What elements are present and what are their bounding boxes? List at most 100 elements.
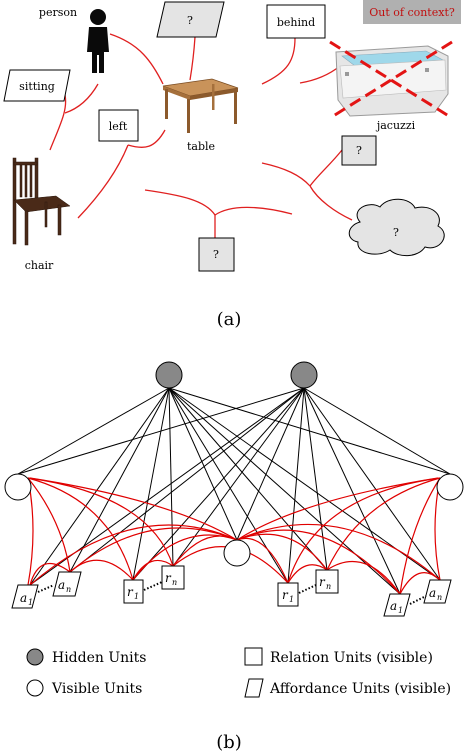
visible-visible-edge (27, 477, 71, 573)
hidden-visible-edge (168, 387, 238, 541)
relation-unit-rn-right: r n (315, 569, 339, 594)
visible-visible-edge (326, 561, 401, 595)
box-unknown-3: ? (198, 237, 235, 272)
legend-visible-label: Visible Units (51, 681, 142, 697)
visible-visible-edge (287, 564, 328, 584)
hidden-visible-edge (303, 387, 451, 475)
visible-visible-edge (236, 523, 441, 581)
cloud-unknown: ? (348, 198, 445, 257)
svg-text:r: r (165, 571, 172, 585)
hidden-visible-edges (17, 387, 451, 595)
relation-unit-r1-right: r 1 (277, 582, 299, 607)
visible-visible-edge (172, 535, 238, 567)
hidden-visible-edge (303, 387, 328, 571)
box-unknown-1-label: ? (187, 14, 193, 27)
svg-text:a: a (429, 586, 436, 600)
visible-visible-edge (69, 527, 238, 573)
hidden-visible-edge (168, 387, 328, 571)
box-unknown-2-label: ? (356, 144, 362, 157)
relation-unit-rn-left: r n (161, 565, 185, 590)
affordance-unit-a1-left: a 1 (11, 584, 39, 609)
affordance-unit-a1-right: a 1 (383, 593, 411, 617)
hidden-visible-edge (303, 387, 441, 581)
person-label: person (39, 6, 77, 19)
panel-a: person table chair (3, 0, 461, 330)
ellipsis-a-right (409, 595, 427, 605)
caption-a: (a) (217, 309, 242, 330)
out-of-context-banner (363, 0, 461, 24)
visible-visible-edge (236, 533, 328, 571)
svg-text:r: r (319, 575, 326, 589)
box-unknown-1: ? (156, 1, 225, 38)
box-unknown-3-label: ? (213, 248, 219, 261)
visible-unit-right (436, 473, 464, 501)
visible-visible-edge (236, 537, 289, 584)
visible-visible-edge (236, 529, 401, 595)
hidden-visible-edge (132, 387, 170, 581)
box-left: left (98, 109, 139, 142)
hidden-visible-edge (168, 387, 401, 595)
svg-text:n: n (437, 593, 442, 602)
out-of-context-text: Out of context? (369, 6, 455, 19)
svg-text:n: n (66, 585, 71, 594)
visible-visible-edge (29, 477, 238, 541)
legend: Hidden Units Visible Units Relation Unit… (26, 647, 451, 698)
svg-text:1: 1 (398, 606, 403, 615)
relation-unit-r1-left: r 1 (123, 579, 144, 604)
ellipsis-r-left (143, 581, 163, 591)
visible-visible-edge (69, 559, 134, 581)
hidden-visible-edge (69, 387, 170, 573)
svg-text:r: r (282, 588, 289, 602)
svg-text:1: 1 (28, 598, 33, 607)
box-behind-label: behind (277, 16, 315, 29)
hidden-visible-edge (287, 387, 305, 584)
hidden-visible-edge (132, 387, 305, 581)
visible-visible-edge (29, 562, 71, 586)
relation-edges (49, 33, 353, 238)
panel-b: a 1 a n r 1 r n r 1 r n (4, 361, 464, 753)
svg-text:r: r (127, 585, 134, 599)
visible-visible-edge (236, 477, 439, 541)
hidden-visible-edge (17, 387, 170, 475)
ellipsis-r-right (298, 584, 317, 594)
hidden-visible-edge (236, 387, 305, 541)
out-of-context-cross (329, 40, 453, 120)
affordance-unit-an-right: a n (423, 579, 452, 604)
affordance-unit-an-left: a n (52, 571, 82, 597)
chair-label: chair (25, 259, 54, 272)
visible-visible-edge (132, 559, 174, 581)
hidden-visible-edge (69, 387, 305, 573)
hidden-visible-edge (303, 387, 401, 595)
box-left-label: left (109, 120, 128, 133)
hidden-visible-edge (17, 387, 305, 475)
visible-unit-left (4, 473, 32, 501)
caption-b: (b) (216, 732, 242, 753)
legend-hidden-swatch (26, 648, 44, 666)
jacuzzi-label: jacuzzi (375, 119, 416, 132)
visible-visible-edge (399, 477, 441, 595)
legend-relation-swatch (244, 647, 263, 666)
visible-visible-edge (287, 477, 441, 584)
visible-unit-center (223, 539, 251, 567)
visible-visible-edge (399, 572, 441, 595)
box-sitting-label: sitting (19, 80, 55, 93)
hidden-visible-edge (29, 387, 170, 586)
box-sitting: sitting (3, 69, 71, 102)
box-unknown-2: ? (341, 135, 377, 166)
chair-icon (12, 157, 71, 246)
svg-text:1: 1 (289, 595, 294, 604)
table-label: table (187, 140, 215, 153)
svg-text:1: 1 (134, 592, 139, 601)
legend-hidden-label: Hidden Units (52, 650, 146, 666)
legend-affordance-swatch (244, 678, 264, 698)
table-icon (162, 78, 239, 133)
svg-text:a: a (20, 591, 27, 605)
visible-visible-edge (27, 477, 134, 581)
visible-visible-edge (326, 477, 441, 571)
legend-relation-label: Relation Units (visible) (270, 650, 433, 666)
svg-text:a: a (58, 578, 65, 592)
person-icon (87, 9, 109, 73)
svg-text:n: n (326, 582, 331, 591)
legend-affordance-label: Affordance Units (visible) (269, 681, 451, 697)
